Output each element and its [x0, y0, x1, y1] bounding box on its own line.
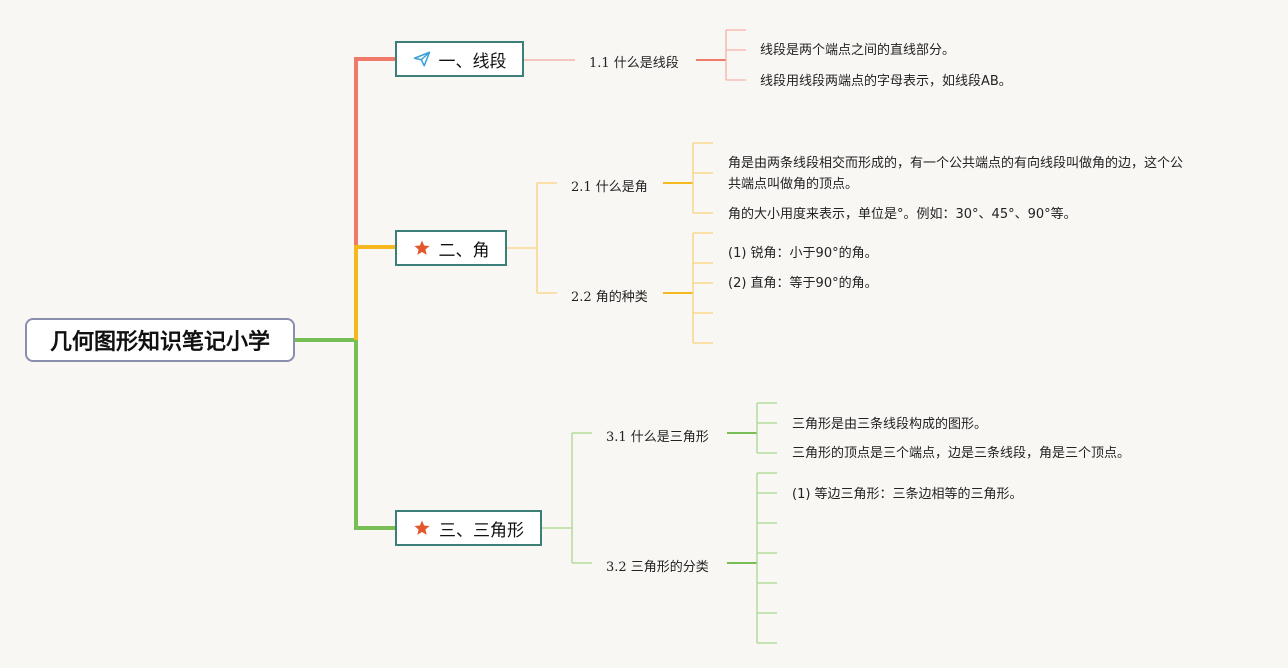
star-icon	[413, 239, 431, 257]
root-topic[interactable]: 几何图形知识笔记小学	[25, 318, 295, 362]
leaf-text[interactable]: 三角形的顶点是三个端点，边是三条线段，角是三个顶点。	[792, 446, 1131, 461]
leaf-text[interactable]: 角的大小用度来表示，单位是°。例如：30°、45°、90°等。	[728, 207, 1077, 222]
topic-title: 三、三角形	[439, 520, 524, 541]
leaf-text[interactable]: 线段用线段两端点的字母表示，如线段AB。	[760, 74, 1012, 89]
root-title: 几何图形知识笔记小学	[49, 330, 270, 355]
subtopic-2-1[interactable]: 2.1 什么是角	[571, 180, 648, 195]
topic-angle[interactable]: 二、角	[395, 230, 507, 266]
paper-plane-icon	[413, 50, 431, 68]
topic-line-segment[interactable]: 一、线段	[395, 41, 524, 77]
topic-title: 一、线段	[438, 51, 507, 72]
leaf-text[interactable]: (1) 锐角：小于90°的角。	[728, 246, 878, 261]
subtopic-3-2[interactable]: 3.2 三角形的分类	[606, 560, 709, 575]
leaf-text[interactable]: 线段是两个端点之间的直线部分。	[760, 43, 956, 58]
subtopic-3-1[interactable]: 3.1 什么是三角形	[606, 430, 709, 445]
leaf-text[interactable]: 角是由两条线段相交而形成的，有一个公共端点的有向线段叫做角的边，这个公	[728, 156, 1184, 171]
leaf-text[interactable]: 三角形是由三条线段构成的图形。	[792, 417, 988, 432]
subtopic-2-2[interactable]: 2.2 角的种类	[571, 290, 648, 305]
topic-triangle[interactable]: 三、三角形	[395, 510, 542, 546]
topic-title: 二、角	[438, 240, 490, 261]
subtopic-1-1[interactable]: 1.1 什么是线段	[589, 56, 679, 71]
star-icon	[413, 519, 431, 537]
leaf-text[interactable]: (2) 直角：等于90°的角。	[728, 276, 878, 291]
leaf-text[interactable]: 共端点叫做角的顶点。	[728, 177, 859, 192]
leaf-text[interactable]: (1) 等边三角形：三条边相等的三角形。	[792, 487, 1023, 502]
